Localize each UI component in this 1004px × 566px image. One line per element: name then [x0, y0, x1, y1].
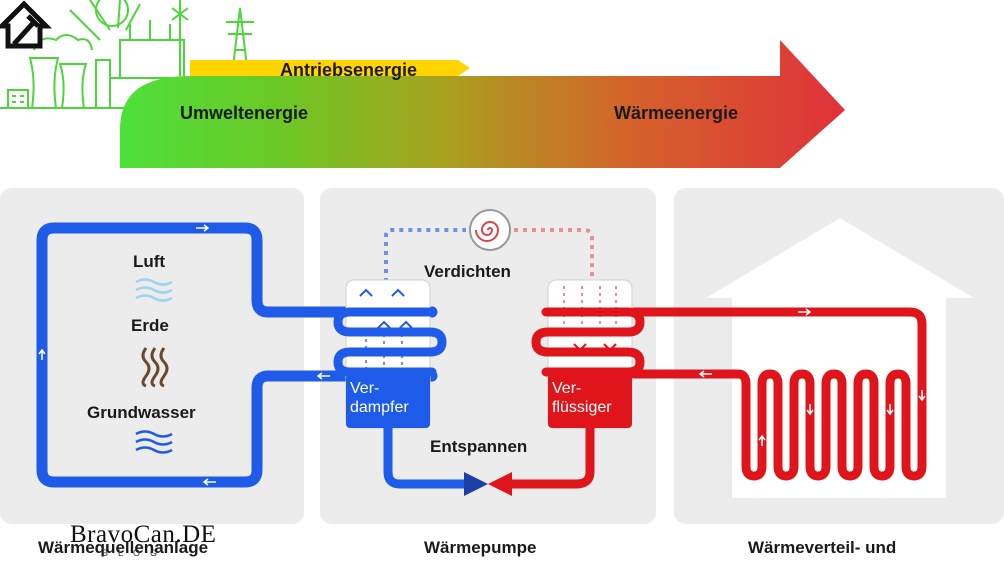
refrigerant-vapor-line — [384, 228, 594, 282]
air-icon — [135, 278, 173, 302]
environmental-energy-label: Umweltenergie — [180, 103, 309, 123]
condenser-label-line2: flüssiger — [552, 399, 612, 416]
watermark-brand: BravoCan.DE — [70, 521, 217, 548]
drive-energy-label: Antriebsenergie — [280, 60, 418, 80]
air-label: Luft — [133, 252, 166, 271]
pump-panel — [320, 188, 656, 524]
earth-icon — [141, 347, 169, 388]
groundwater-icon — [135, 430, 173, 454]
condenser — [531, 279, 645, 429]
compressor-icon — [469, 209, 511, 251]
pump-caption: Wärmepumpe — [424, 538, 537, 557]
expansion-valve-icon — [464, 472, 512, 496]
heating-loop — [629, 307, 927, 481]
evaporator — [333, 279, 447, 429]
heat-energy-label: Wärmeenergie — [614, 103, 739, 123]
energy-flow-arrow — [120, 40, 845, 168]
distribution-caption: Wärmeverteil- und — [748, 538, 897, 557]
condenser-label-line1: Ver- — [552, 380, 582, 397]
evaporator-label: Ver- dampfer — [350, 379, 409, 417]
earth-label: Erde — [131, 316, 169, 335]
watermark-house-icon — [0, 0, 53, 49]
expand-label: Entspannen — [430, 437, 528, 456]
evaporator-label-line1: Ver- — [350, 380, 380, 397]
compress-label: Verdichten — [424, 262, 511, 281]
source-caption: Wärmequellenanlage — [38, 538, 209, 557]
evaporator-label-line2: dampfer — [350, 399, 409, 416]
refrigerant-liquid-line — [383, 423, 595, 489]
watermark-sub: BLOG — [102, 548, 168, 558]
groundwater-label: Grundwasser — [87, 403, 196, 422]
flow-direction-arrows — [38, 224, 926, 486]
condenser-label: Ver- flüssiger — [552, 379, 612, 417]
